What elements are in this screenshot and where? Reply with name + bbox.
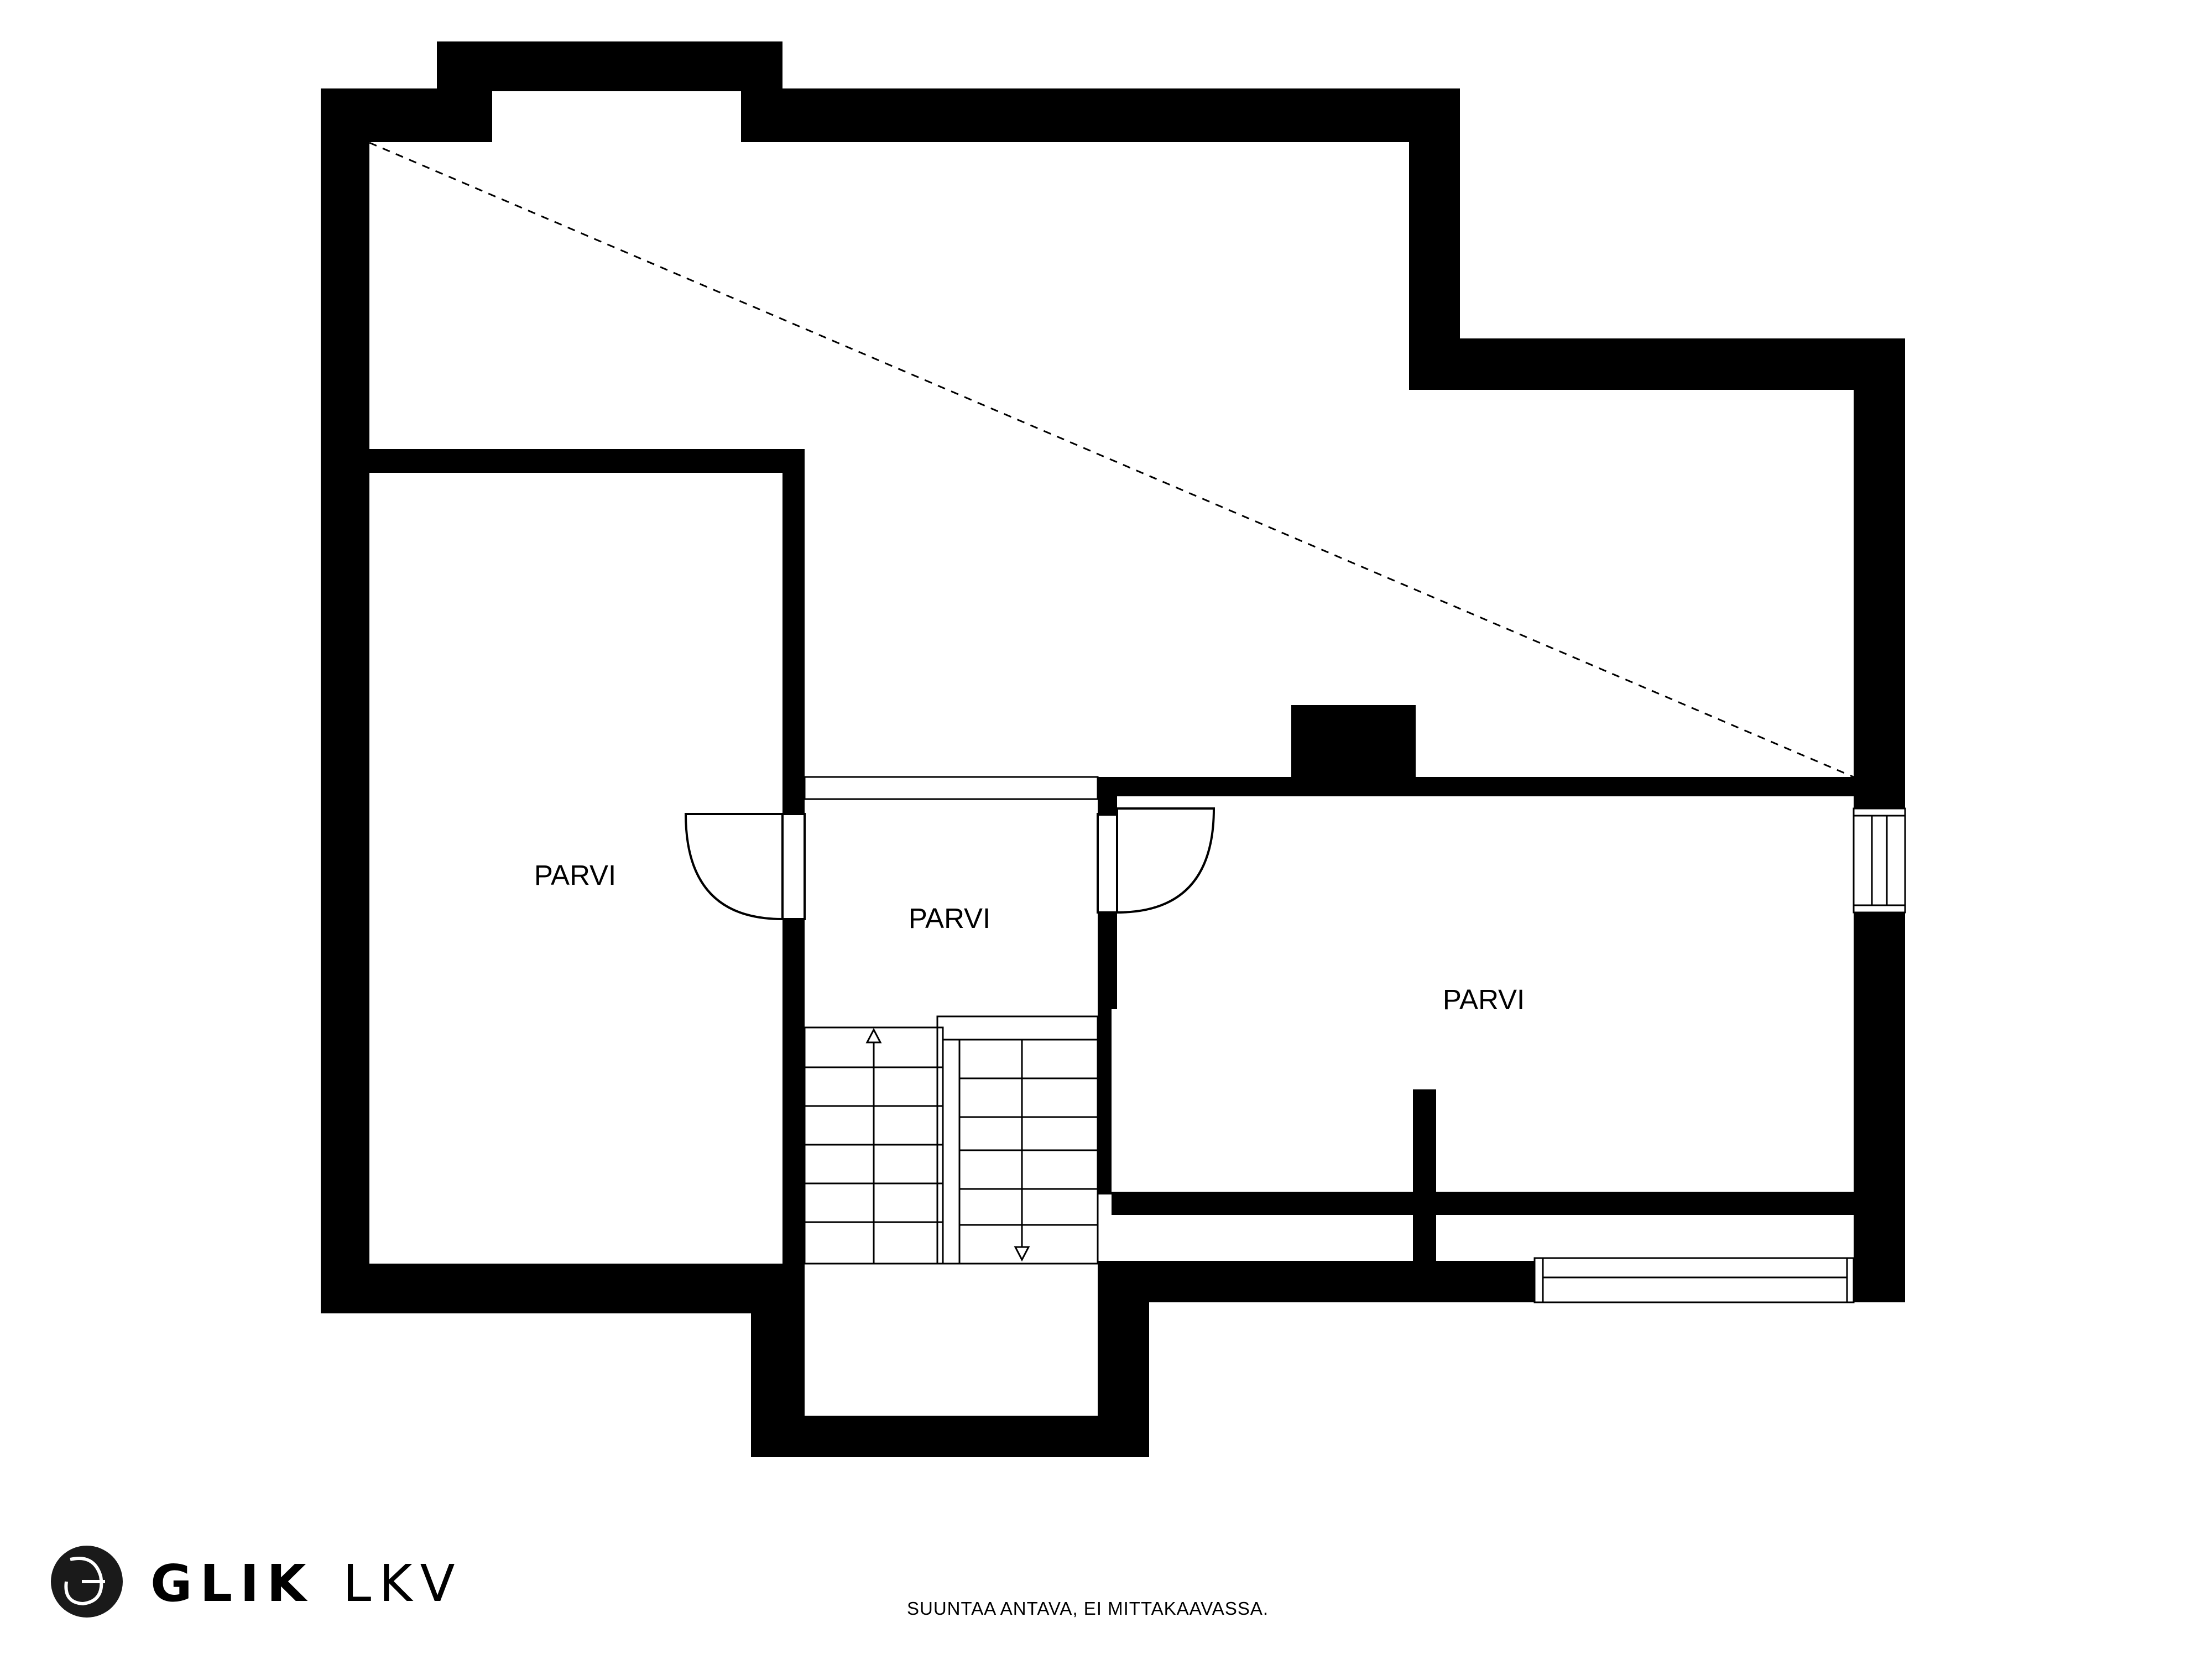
room-label-middle: PARVI <box>909 902 990 934</box>
brand-suffix: LKV <box>343 1554 463 1613</box>
disclaimer: SUUNTAA ANTAVA, EI MITTAKAAVASSA. <box>907 1598 1269 1619</box>
room-label-right: PARVI <box>1443 984 1525 1015</box>
wall-top-middle <box>741 88 1460 142</box>
wall-right-room-bottom <box>1112 1192 1905 1215</box>
wall-stair-right <box>1098 1009 1112 1194</box>
wall-left-room-top <box>321 449 805 473</box>
stairs-down-arrow <box>1014 1246 1030 1262</box>
wall-right-room-partition <box>1413 1089 1436 1261</box>
window-right <box>1853 807 1906 914</box>
window-bottom <box>1533 1257 1855 1303</box>
roof-line <box>369 142 1854 778</box>
wall-step-horizontal <box>1409 338 1905 390</box>
wall-bottom-right <box>1098 1261 1540 1302</box>
wall-left <box>321 88 369 1313</box>
glik-logo: GLIK LKV <box>51 1546 463 1618</box>
room-label-left: PARVI <box>534 859 616 891</box>
walls <box>321 41 1905 1457</box>
wall-middle-lower <box>1098 912 1117 1009</box>
stair-hall-band <box>804 776 1099 800</box>
wall-protrusion-bottom <box>751 1416 1149 1457</box>
wall-left-room-right-upper <box>782 449 805 814</box>
chimney <box>1291 705 1416 796</box>
wall-right-lower <box>1854 912 1905 1302</box>
stairs-right <box>936 1015 1099 1265</box>
wall-bottom-left <box>321 1264 805 1313</box>
wall-left-room-right-lower <box>782 919 805 1265</box>
brand-name: GLIK <box>150 1554 314 1613</box>
door-left <box>684 813 806 921</box>
stairs-left <box>804 1026 944 1265</box>
wall-chimney-top <box>437 41 782 91</box>
stairs-up-arrow <box>865 1027 882 1044</box>
wall-right-upper <box>1854 338 1905 808</box>
door-right <box>1097 807 1215 914</box>
wall-right-room-top <box>1098 777 1905 796</box>
